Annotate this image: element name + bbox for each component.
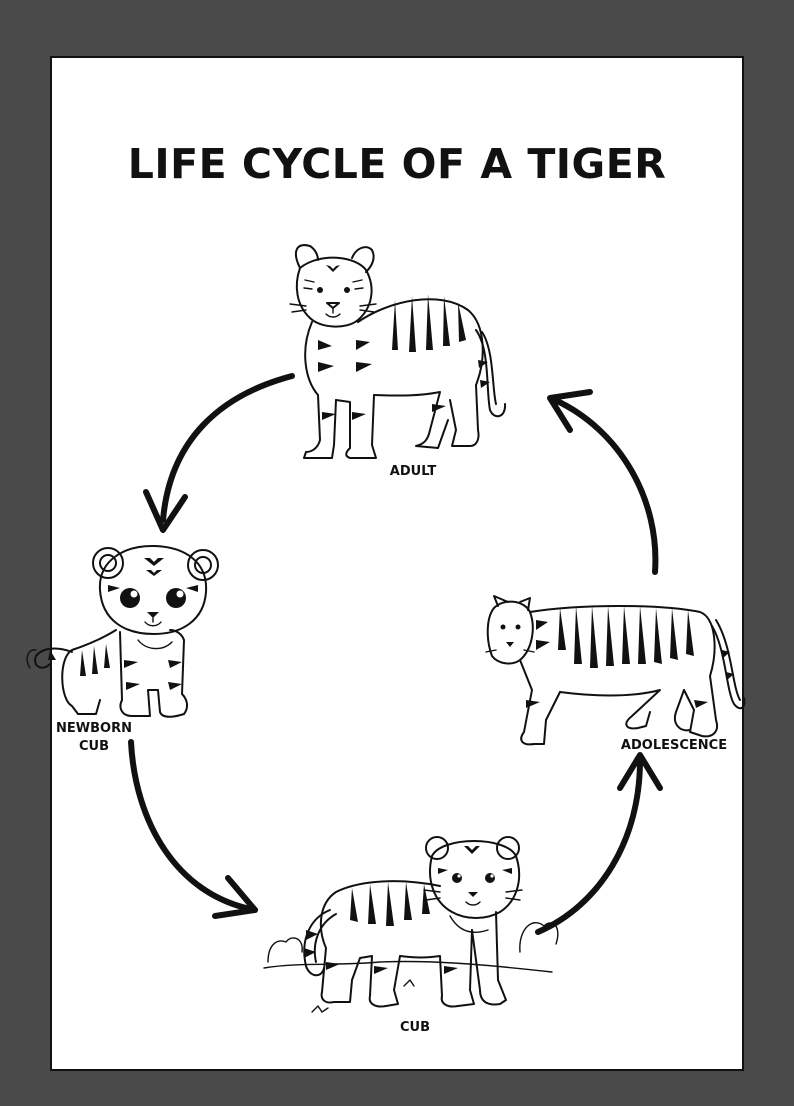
cub-tiger-icon — [263, 836, 559, 1013]
arrow-adolescence-to-adult-icon — [547, 389, 659, 575]
stage-label-newborn-line1: NEWBORN — [56, 721, 132, 736]
stage-label-adult: ADULT — [389, 464, 437, 479]
newborn-cub-icon — [26, 544, 219, 718]
arrow-cub-to-adolescence-icon — [535, 752, 663, 935]
arrow-newborn-to-cub-icon — [128, 739, 258, 919]
adolescent-tiger-icon — [485, 595, 746, 746]
stage-label-cub: CUB — [399, 1020, 430, 1035]
arrow-adult-to-newborn-icon — [143, 373, 295, 533]
page-title: LIFE CYCLE OF A TIGER — [127, 140, 667, 188]
worksheet-page — [50, 56, 744, 1071]
adult-tiger-icon — [289, 244, 507, 459]
stage-label-newborn-line2: CUB — [78, 739, 109, 754]
stage-label-adolescence: ADOLESCENCE — [620, 738, 728, 753]
